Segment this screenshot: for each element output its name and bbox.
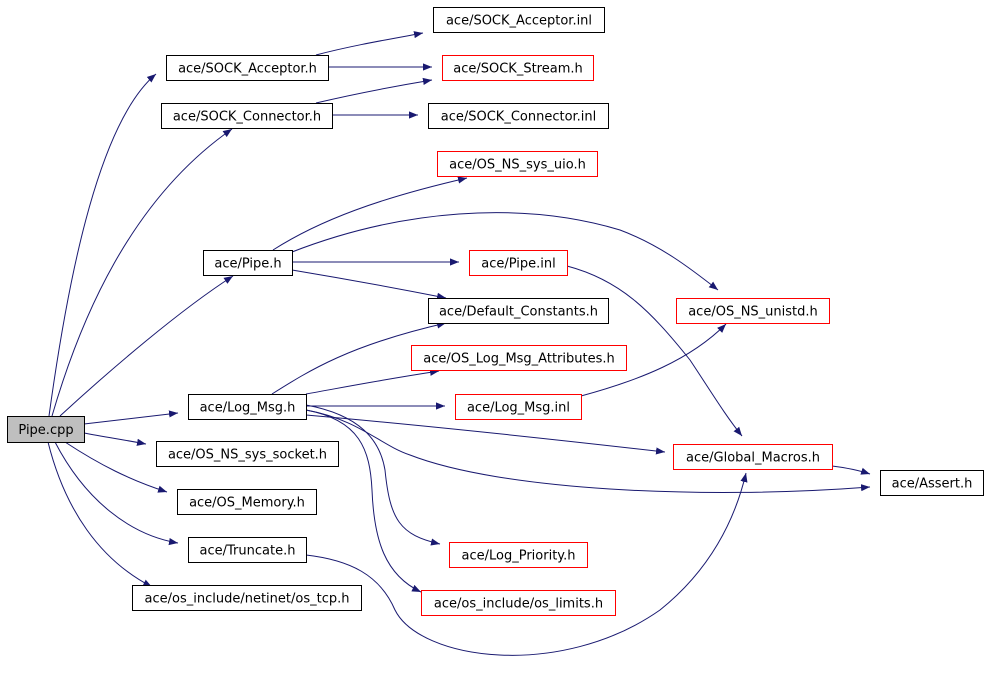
node-sock-connector-inl[interactable]: ace/SOCK_Connector.inl (428, 103, 609, 129)
node-box[interactable] (428, 103, 609, 129)
node-os-limits-h[interactable]: ace/os_include/os_limits.h (421, 590, 616, 616)
node-label: ace/SOCK_Acceptor.inl (446, 14, 592, 29)
edge-pipe-cpp-to-truncate-h (54, 441, 179, 546)
edge-truncate-h-to-global-macros-h (305, 472, 748, 656)
node-os-log-msg-attr-h[interactable]: ace/OS_Log_Msg_Attributes.h (411, 345, 627, 371)
node-label: ace/os_include/os_limits.h (434, 597, 603, 612)
edge-pipe-h-to-os-ns-unistd-h (291, 212, 719, 291)
node-label: ace/SOCK_Acceptor.h (178, 62, 317, 77)
node-label: ace/OS_Memory.h (189, 496, 305, 511)
edge-sock-connector-h-to-sock-stream-h (315, 77, 433, 104)
node-label: ace/Pipe.h (214, 257, 281, 272)
node-box[interactable] (161, 103, 333, 129)
node-box[interactable] (469, 250, 568, 276)
node-box[interactable] (188, 537, 307, 563)
node-box[interactable] (188, 394, 307, 420)
node-label: ace/os_include/netinet/os_tcp.h (145, 592, 350, 607)
node-box[interactable] (421, 590, 616, 616)
node-os-memory-h[interactable]: ace/OS_Memory.h (177, 489, 317, 515)
edge-log-msg-h-to-assert-h (305, 409, 871, 493)
node-box[interactable] (203, 250, 293, 276)
node-global-macros-h[interactable]: ace/Global_Macros.h (673, 444, 833, 470)
node-label: Pipe.cpp (18, 423, 73, 438)
node-label: ace/Global_Macros.h (686, 451, 820, 466)
node-layer: Pipe.cpp ace/SOCK_Acceptor.h ace/SOCK_Conn… (7, 7, 984, 616)
node-box[interactable] (166, 55, 329, 81)
node-label: ace/Assert.h (892, 477, 973, 492)
node-sock-acceptor-h[interactable]: ace/SOCK_Acceptor.h (166, 55, 329, 81)
node-log-msg-inl[interactable]: ace/Log_Msg.inl (455, 394, 582, 420)
node-sock-stream-h[interactable]: ace/SOCK_Stream.h (442, 55, 594, 81)
node-box[interactable] (676, 298, 830, 324)
node-box[interactable] (428, 298, 609, 324)
node-pipe-inl[interactable]: ace/Pipe.inl (469, 250, 568, 276)
node-log-msg-h[interactable]: ace/Log_Msg.h (188, 394, 307, 420)
node-label: ace/Truncate.h (200, 544, 296, 559)
edge-pipe-h-to-os-ns-sys-uio-h (272, 176, 468, 251)
node-box[interactable] (442, 55, 594, 81)
edge-log-msg-h-to-default-constants-h (271, 321, 447, 395)
edge-global-macros-h-to-assert-h (831, 465, 871, 475)
edge-sock-acceptor-h-to-sock-acceptor-inl (315, 31, 424, 56)
edge-pipe-cpp-to-sock-acceptor-h (48, 73, 157, 417)
node-os-ns-sys-socket-h[interactable]: ace/OS_NS_sys_socket.h (156, 441, 339, 467)
node-box[interactable] (7, 416, 85, 443)
node-label: ace/SOCK_Connector.inl (441, 110, 597, 125)
node-box[interactable] (437, 151, 598, 177)
edge-pipe-cpp-to-pipe-h (59, 275, 234, 417)
node-os-ns-sys-uio-h[interactable]: ace/OS_NS_sys_uio.h (437, 151, 598, 177)
node-label: ace/OS_Log_Msg_Attributes.h (423, 352, 614, 367)
edge-layer (47, 31, 871, 656)
node-default-constants-h[interactable]: ace/Default_Constants.h (428, 298, 609, 324)
edge-pipe-cpp-to-os-memory-h (64, 441, 168, 493)
edge-log-msg-inl-to-os-ns-unistd-h (580, 323, 727, 397)
edge-pipe-h-to-default-constants-h (291, 269, 447, 300)
edge-log-msg-h-to-os-limits-h (305, 409, 422, 593)
node-sock-connector-h[interactable]: ace/SOCK_Connector.h (161, 103, 333, 129)
edge-pipe-cpp-to-os-tcp-h (47, 441, 153, 588)
node-label: ace/Default_Constants.h (439, 305, 598, 320)
edge-pipe-cpp-to-log-msg-h (83, 410, 179, 425)
node-label: ace/SOCK_Connector.h (173, 110, 321, 125)
node-truncate-h[interactable]: ace/Truncate.h (188, 537, 307, 563)
node-label: ace/OS_NS_sys_socket.h (168, 448, 327, 463)
node-assert-h[interactable]: ace/Assert.h (880, 470, 984, 496)
node-box[interactable] (673, 444, 833, 470)
node-log-priority-h[interactable]: ace/Log_Priority.h (449, 542, 588, 568)
node-label: ace/Pipe.inl (481, 257, 556, 272)
node-label: ace/Log_Msg.inl (467, 401, 570, 416)
node-label: ace/SOCK_Stream.h (453, 62, 583, 77)
node-box[interactable] (411, 345, 627, 371)
node-os-tcp-h[interactable]: ace/os_include/netinet/os_tcp.h (132, 585, 362, 611)
node-os-ns-unistd-h[interactable]: ace/OS_NS_unistd.h (676, 298, 830, 324)
edge-log-msg-h-to-os-log-msg-attr-h (305, 368, 440, 395)
node-label: ace/Log_Priority.h (462, 549, 576, 564)
edge-pipe-cpp-to-sock-connector-h (51, 128, 233, 417)
node-box[interactable] (433, 7, 605, 33)
node-pipe-cpp[interactable]: Pipe.cpp (7, 416, 85, 443)
node-label: ace/OS_NS_sys_uio.h (449, 158, 586, 173)
edge-log-msg-h-to-global-macros-h (305, 414, 666, 455)
node-box[interactable] (132, 585, 362, 611)
node-box[interactable] (156, 441, 339, 467)
node-label: ace/Log_Msg.h (200, 401, 296, 416)
edge-log-msg-h-to-log-priority-h (305, 404, 441, 546)
node-pipe-h[interactable]: ace/Pipe.h (203, 250, 293, 276)
node-box[interactable] (455, 394, 582, 420)
node-box[interactable] (177, 489, 317, 515)
node-sock-acceptor-inl[interactable]: ace/SOCK_Acceptor.inl (433, 7, 605, 33)
edge-pipe-cpp-to-os-ns-sys-socket-h (83, 432, 147, 446)
node-box[interactable] (880, 470, 984, 496)
node-box[interactable] (449, 542, 588, 568)
node-label: ace/OS_NS_unistd.h (688, 305, 818, 320)
edge-pipe-inl-to-global-macros-h (566, 265, 743, 437)
